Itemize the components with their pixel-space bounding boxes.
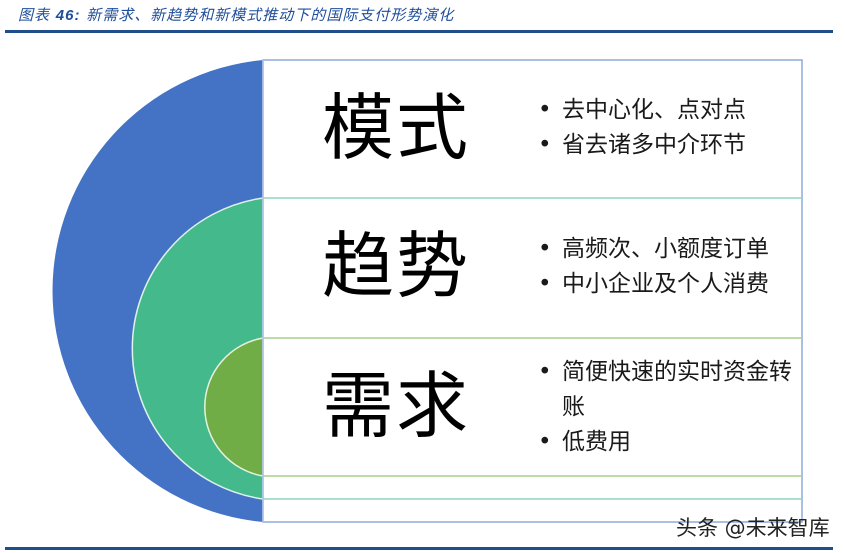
bullet-item: 高频次、小额度订单 <box>536 232 806 267</box>
layer-bullets-trend: 高频次、小额度订单 中小企业及个人消费 <box>536 232 806 302</box>
caption-title: 新需求、新趋势和新模式推动下的国际支付形势演化 <box>80 6 455 24</box>
bottom-rule <box>5 547 833 550</box>
layer-label-mode: 模式 <box>322 86 471 170</box>
bullet-item: 简便快速的实时资金转账 <box>536 355 798 425</box>
inner-semicircle-demand <box>204 337 264 477</box>
layer-label-trend: 趋势 <box>322 224 471 308</box>
caption-prefix: 图表 <box>18 6 56 24</box>
layer-bullets-mode: 去中心化、点对点 省去诸多中介环节 <box>536 93 796 163</box>
bullet-item: 省去诸多中介环节 <box>536 128 796 163</box>
layer-bullets-demand: 简便快速的实时资金转账 低费用 <box>536 355 798 460</box>
caption-number: 46: <box>55 7 81 24</box>
layer-label-demand: 需求 <box>322 364 471 448</box>
bullet-item: 中小企业及个人消费 <box>536 267 806 302</box>
top-rule <box>5 30 833 33</box>
figure-caption: 图表 46: 新需求、新趋势和新模式推动下的国际支付形势演化 <box>18 4 454 25</box>
watermark: 头条 @未来智库 <box>676 516 830 540</box>
bullet-item: 去中心化、点对点 <box>536 93 796 128</box>
bullet-item: 低费用 <box>536 425 798 460</box>
